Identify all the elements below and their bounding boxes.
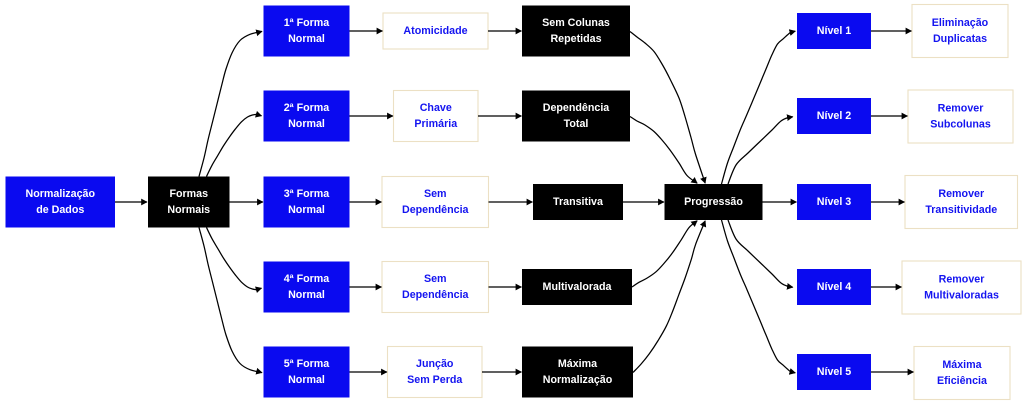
svg-text:Normal: Normal [288, 289, 325, 301]
svg-text:Normal: Normal [288, 118, 325, 130]
svg-text:Normal: Normal [288, 204, 325, 216]
svg-text:1ª Forma: 1ª Forma [284, 17, 331, 29]
svg-text:Dependência: Dependência [402, 289, 470, 301]
svg-text:Nível 1: Nível 1 [817, 25, 852, 37]
svg-text:Chave: Chave [420, 102, 452, 114]
svg-text:Sem: Sem [424, 188, 447, 200]
svg-text:Transitiva: Transitiva [553, 196, 604, 208]
svg-text:Total: Total [564, 118, 589, 130]
svg-text:Duplicatas: Duplicatas [933, 33, 987, 45]
svg-text:Transitividade: Transitividade [925, 204, 997, 216]
svg-text:Eficiência: Eficiência [937, 375, 988, 387]
svg-text:Normalização: Normalização [543, 374, 613, 386]
svg-text:Subcolunas: Subcolunas [930, 118, 991, 130]
svg-text:Multivalorada: Multivalorada [543, 281, 613, 293]
svg-text:Dependência: Dependência [402, 204, 470, 216]
svg-text:Repetidas: Repetidas [550, 33, 601, 45]
svg-text:de Dados: de Dados [36, 204, 84, 216]
svg-text:Primária: Primária [414, 118, 458, 130]
svg-text:Sem Colunas: Sem Colunas [542, 17, 610, 29]
svg-text:Nível 5: Nível 5 [817, 366, 852, 378]
svg-text:Sem: Sem [424, 273, 447, 285]
svg-text:Normal: Normal [288, 33, 325, 45]
svg-text:Remover: Remover [939, 274, 985, 286]
svg-text:Atomicidade: Atomicidade [403, 25, 467, 37]
svg-text:Normais: Normais [167, 204, 210, 216]
svg-text:Nível 4: Nível 4 [817, 281, 852, 293]
svg-text:5ª Forma: 5ª Forma [284, 358, 331, 370]
svg-text:Dependência: Dependência [543, 102, 611, 114]
svg-text:Formas: Formas [169, 188, 208, 200]
svg-text:Sem Perda: Sem Perda [407, 374, 463, 386]
svg-text:Máxima: Máxima [942, 359, 982, 371]
svg-text:Eliminação: Eliminação [932, 17, 989, 29]
svg-text:Junção: Junção [416, 358, 454, 370]
svg-text:Normal: Normal [288, 374, 325, 386]
svg-text:Remover: Remover [938, 103, 984, 115]
svg-text:Máxima: Máxima [558, 358, 598, 370]
svg-text:Remover: Remover [938, 188, 984, 200]
svg-text:2ª Forma: 2ª Forma [284, 102, 331, 114]
svg-text:Nível 2: Nível 2 [817, 110, 852, 122]
svg-text:Nível 3: Nível 3 [817, 196, 852, 208]
svg-text:Multivaloradas: Multivaloradas [924, 289, 999, 301]
svg-text:Progressão: Progressão [684, 196, 743, 208]
svg-text:4ª Forma: 4ª Forma [284, 273, 331, 285]
svg-text:Normalização: Normalização [26, 188, 96, 200]
svg-text:3ª Forma: 3ª Forma [284, 188, 331, 200]
